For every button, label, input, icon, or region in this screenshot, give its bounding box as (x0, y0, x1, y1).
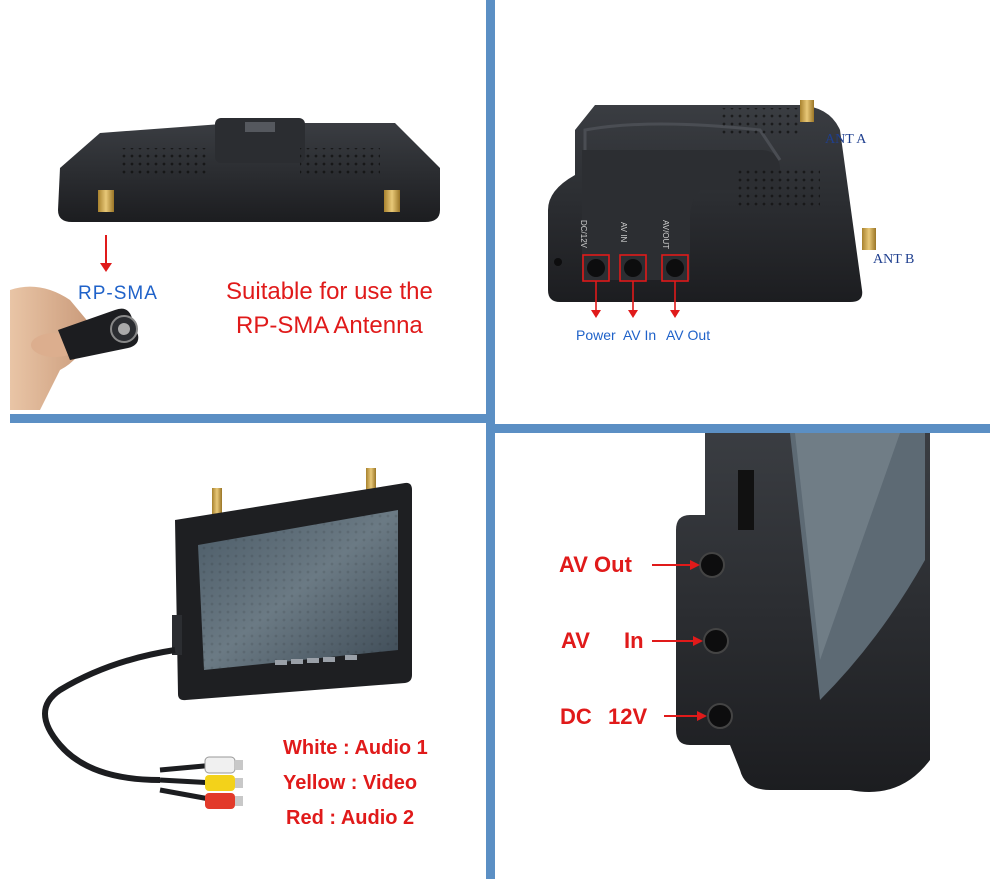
monitor-top-edge (58, 118, 440, 222)
port-av-out-label: AV Out (666, 327, 711, 343)
hand-with-antenna (10, 286, 139, 410)
suitable-note-line2: RP-SMA Antenna (236, 312, 423, 339)
port-av-in-label: AV In (623, 327, 657, 343)
monitor-side (676, 433, 930, 792)
legend-red: Red : Audio 2 (286, 807, 415, 829)
side-av-out-label: AV Out (559, 552, 632, 577)
panel-divider-vertical (486, 0, 495, 879)
av-cable (42, 647, 243, 809)
panel-divider-horizontal-left (10, 414, 486, 423)
port-power-label: Power (576, 327, 616, 343)
ant-b-label: ANT B (873, 252, 915, 267)
side-12v-label: 12V (608, 704, 648, 729)
side-dc-label: DC (560, 704, 592, 729)
monitor-back (548, 100, 876, 302)
side-av-label: AV (561, 628, 590, 653)
jack-avout-print: AV/OUT (661, 220, 670, 250)
side-in-label: In (624, 628, 644, 653)
legend-white: White : Audio 1 (283, 737, 428, 759)
ant-a-label: ANT A (825, 132, 867, 147)
rp-sma-label: RP-SMA (78, 283, 158, 304)
jack-avin-print: AV IN (619, 222, 628, 243)
jack-dc-print: DC/12V (579, 220, 588, 249)
monitor-front (172, 468, 412, 701)
suitable-note-line1: Suitable for use the (226, 278, 433, 305)
legend-yellow: Yellow : Video (283, 772, 418, 794)
panel-divider-horizontal-right (495, 424, 990, 433)
